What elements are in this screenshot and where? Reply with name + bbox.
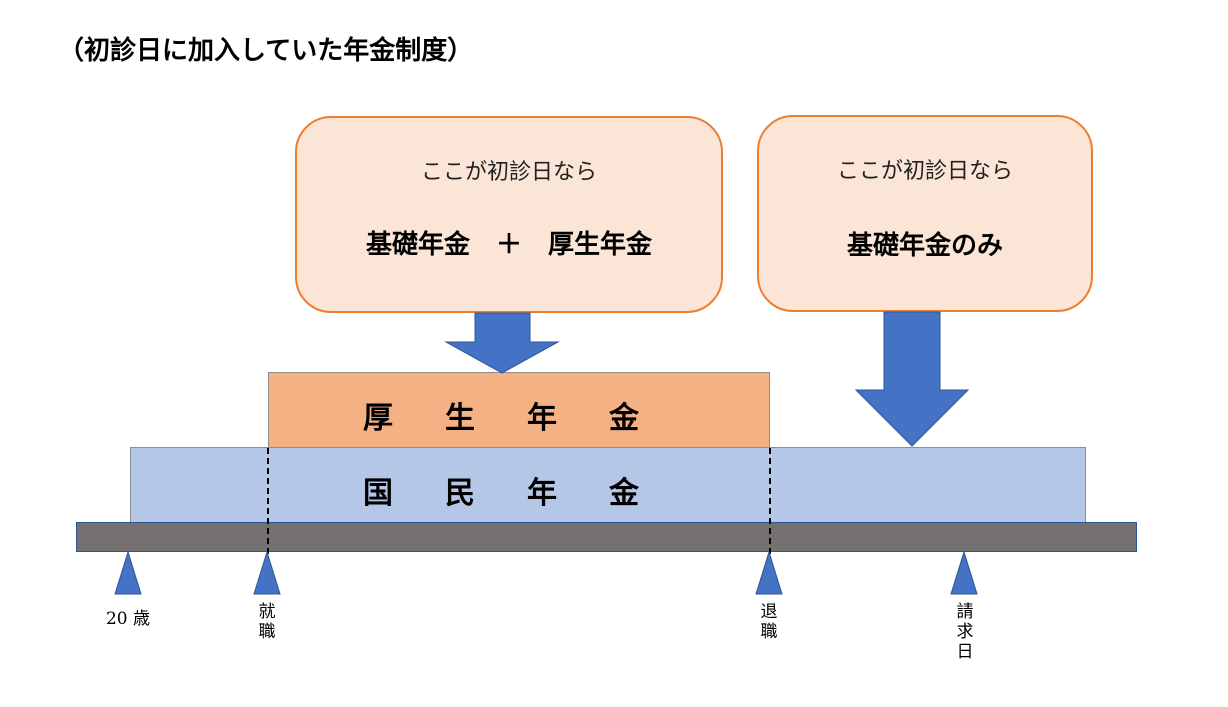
kokumin-nenkin-label: 国民年金 xyxy=(363,476,691,511)
callout-main-text: 基礎年金 ＋ 厚生年金 xyxy=(365,230,652,260)
marker-label-taishoku: 退 職 xyxy=(760,602,778,642)
down-arrow-icon xyxy=(444,312,560,374)
diagram-title: （初診日に加入していた年金制度） xyxy=(58,36,474,66)
marker-seikyubi-triangle-icon xyxy=(950,550,978,595)
callout-subtitle: ここが初診日なら xyxy=(420,160,597,185)
callout-basic-only: ここが初診日なら 基礎年金のみ xyxy=(757,115,1093,312)
kosei-nenkin-bar: 厚生年金 xyxy=(268,372,770,448)
down-arrow-icon xyxy=(854,311,970,447)
marker-shushoku-triangle-icon xyxy=(253,550,281,595)
callout-main-text: 基礎年金のみ xyxy=(846,231,1003,261)
callout-both-pensions: ここが初診日なら 基礎年金 ＋ 厚生年金 xyxy=(295,116,723,313)
marker-label-age-20: 20 歳 xyxy=(105,609,151,629)
kosei-nenkin-label: 厚生年金 xyxy=(363,401,691,436)
marker-label-seikyubi: 請 求 日 xyxy=(956,602,974,662)
employment-end-dashed-line xyxy=(769,448,771,554)
marker-20-triangle-icon xyxy=(114,550,142,595)
kokumin-nenkin-bar: 国民年金 xyxy=(130,447,1086,524)
employment-start-dashed-line xyxy=(267,448,269,554)
marker-taishoku-triangle-icon xyxy=(755,550,783,595)
marker-label-shushoku: 就 職 xyxy=(258,602,276,642)
timeline-axis xyxy=(76,522,1137,552)
callout-subtitle: ここが初診日なら xyxy=(836,159,1013,184)
